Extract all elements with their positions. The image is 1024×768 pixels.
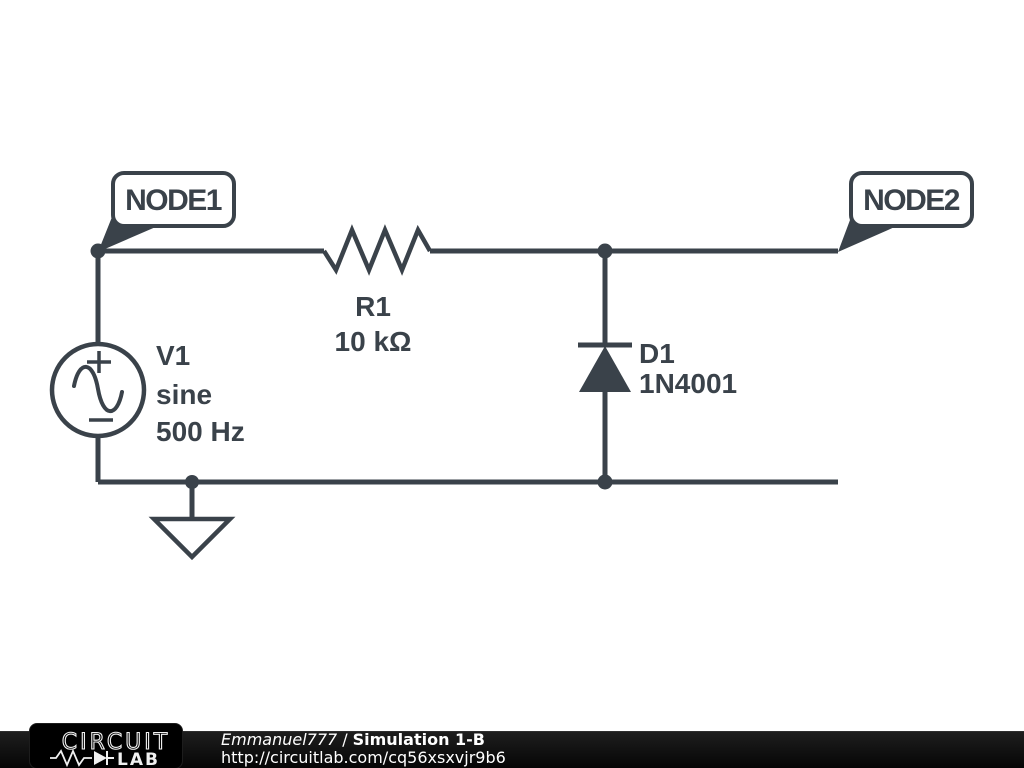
ground-symbol[interactable] — [148, 482, 236, 561]
source-waveform-label: sine — [156, 379, 212, 410]
footer-credits: Emmanuel777/Simulation 1-B http://circui… — [221, 731, 506, 767]
node1-bubble-box — [111, 171, 236, 228]
resistor-zigzag-symbol — [322, 224, 432, 276]
resistor-value-label: 10 kΩ — [335, 326, 412, 357]
resistor-r1[interactable]: R1 10 kΩ — [322, 224, 432, 357]
voltage-source-v1[interactable]: V1 sine 500 Hz — [49, 340, 245, 447]
node1-label: NODE1 — [125, 184, 222, 217]
ground-triangle-icon — [148, 516, 236, 561]
source-name-label: V1 — [156, 340, 190, 371]
diode-d1[interactable]: D1 1N4001 — [578, 338, 737, 399]
logo-word-lab: LAB — [117, 750, 160, 768]
circuitlab-logo-art: CIRCUIT LAB — [50, 729, 170, 768]
node2-bubble[interactable]: NODE2 — [838, 171, 974, 252]
circuitlab-logo: CIRCUIT LAB — [30, 724, 182, 768]
plus-sign-icon — [87, 351, 111, 373]
author-name: Emmanuel777 — [221, 730, 338, 749]
junction-dot-diode-top — [597, 243, 613, 259]
title-separator: / — [342, 730, 348, 749]
node1-bubble[interactable]: NODE1 — [98, 171, 236, 252]
wires — [95, 248, 838, 485]
node2-label: NODE2 — [863, 184, 960, 217]
diode-name-label: D1 — [639, 338, 675, 369]
resistor-name-label: R1 — [355, 291, 391, 322]
circuit-url[interactable]: http://circuitlab.com/cq56xsxvjr9b6 — [221, 748, 506, 767]
logo-word-circuit: CIRCUIT — [62, 730, 170, 755]
node2-bubble-box — [849, 171, 974, 228]
sine-wave-icon — [72, 365, 124, 413]
source-frequency-label: 500 Hz — [156, 416, 245, 447]
junction-dots — [90, 243, 613, 490]
junction-dot-diode-bottom — [597, 474, 613, 490]
diode-part-label: 1N4001 — [639, 368, 737, 399]
footer-title-line: Emmanuel777/Simulation 1-B — [221, 731, 506, 749]
diode-triangle-symbol — [579, 346, 631, 392]
simulation-title: Simulation 1-B — [352, 730, 485, 749]
logo-resistor-diode-icon — [50, 748, 114, 768]
